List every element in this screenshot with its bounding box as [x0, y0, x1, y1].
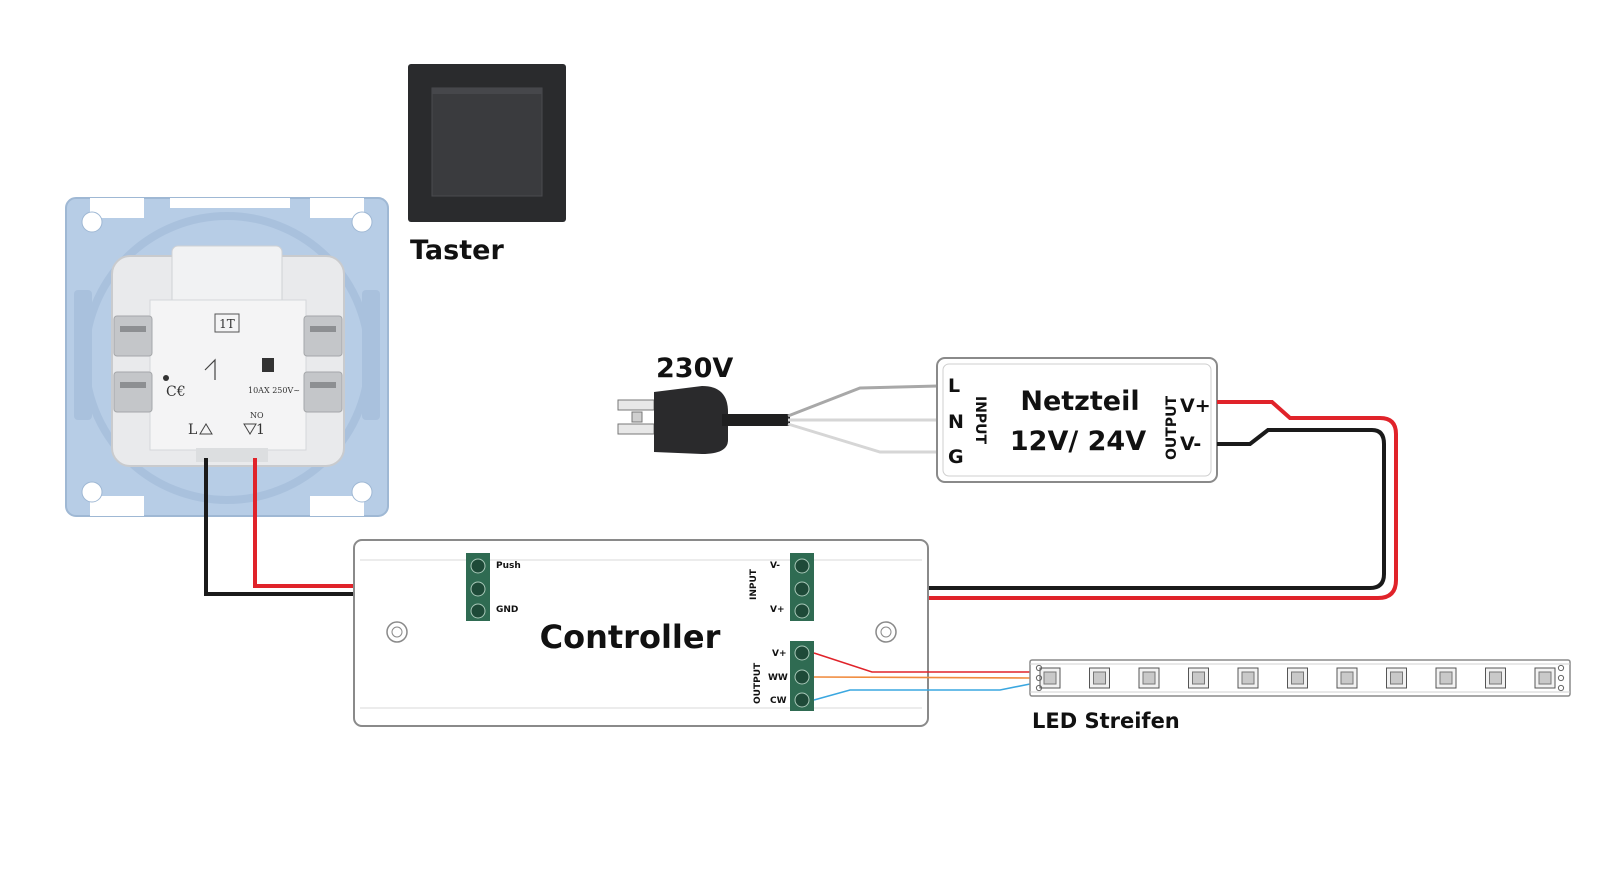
netzteil-output-vplus: V+: [1180, 395, 1211, 417]
netzteil-input-caption: INPUT: [972, 396, 988, 445]
led-chip-lens: [1340, 671, 1354, 685]
mounting-hole: [81, 481, 103, 503]
netzteil-label-line1: Netzteil: [1020, 386, 1139, 417]
voltage-label: 230V: [656, 353, 733, 384]
contact-symbol: [204, 358, 216, 380]
insert-rating-marking: 10AX 250V~: [248, 386, 300, 395]
netzteil-output-vminus: V-: [1180, 433, 1201, 455]
screw-terminal: [794, 581, 810, 597]
led-strip-label: LED Streifen: [1032, 709, 1180, 733]
netzteil-input-g: G: [948, 446, 964, 468]
insert-terminal-1-marking: 1: [256, 422, 265, 438]
plug-prong: [617, 399, 655, 411]
plug-body: [654, 386, 728, 454]
netzteil-input-l: L: [948, 375, 960, 397]
controller-mounting-hole: [386, 621, 408, 643]
taster-label: Taster: [410, 235, 504, 266]
led-chip-lens: [1291, 671, 1304, 685]
qr-code-marking: [262, 358, 274, 372]
wire-mains-l-gray: [787, 384, 939, 418]
wire-led-cw-blue: [813, 683, 1031, 701]
netzteil-label-line2: 12V/ 24V: [1010, 426, 1146, 457]
screw-terminal: [470, 581, 486, 597]
switch-insert: 1T 10AX 250V~ C€ NO L 1: [65, 197, 389, 517]
led-chip-lens: [1538, 671, 1552, 685]
plug-prong: [617, 423, 655, 435]
insert-model-marking: 1T: [219, 317, 235, 331]
controller-output-caption: OUTPUT: [753, 662, 763, 704]
screw-terminal: [794, 603, 810, 619]
led-chip-lens: [1489, 671, 1502, 685]
led-chip-lens: [1142, 671, 1156, 685]
controller-push-terminal-block: [466, 553, 490, 621]
insert-terminals-left: [113, 315, 153, 413]
led-chips: [1039, 667, 1556, 689]
mounting-hole: [351, 481, 373, 503]
controller-push-label: Push: [496, 561, 521, 571]
power-plug: [617, 386, 790, 454]
led-chip-lens: [1241, 671, 1255, 685]
controller-gnd-label: GND: [496, 605, 518, 615]
led-chip-lens: [1093, 671, 1106, 685]
mounting-hole: [351, 211, 373, 233]
led-controller: Push GND Controller V- V+ INPUT V+ WW CW…: [353, 539, 929, 727]
led-chip-lens: [1192, 671, 1205, 685]
plug-cable: [722, 414, 790, 426]
controller-input-terminal-block: [790, 553, 814, 621]
insert-terminal-l-marking: L: [188, 422, 197, 438]
screw-terminal: [794, 558, 810, 574]
wire-dc-vminus-black: [800, 428, 1386, 590]
netzteil-input-n: N: [948, 411, 964, 433]
led-chip-lens: [1439, 671, 1453, 685]
netzteil-output-caption: OUTPUT: [1164, 396, 1180, 460]
controller-input-caption: INPUT: [749, 568, 759, 600]
led-chip-lens: [1390, 671, 1403, 685]
wire-mains-g-white: [787, 422, 938, 454]
insert-terminals-right: [303, 315, 343, 413]
led-strip: [1029, 659, 1571, 697]
svg-text:C€: C€: [166, 384, 186, 400]
controller-output-ww: WW: [768, 673, 788, 683]
power-supply-netzteil: L N G INPUT Netzteil 12V/ 24V OUTPUT V+ …: [936, 357, 1218, 483]
mounting-hole: [81, 211, 103, 233]
controller-input-vplus: V+: [770, 605, 785, 615]
led-chip-lens: [1043, 671, 1057, 685]
insert-contact-marking: NO: [250, 411, 264, 420]
screw-terminal: [794, 669, 810, 685]
controller-output-terminal-block: [790, 641, 814, 711]
wire-led-ww-orange: [813, 676, 1031, 679]
screw-terminal: [470, 603, 486, 619]
led-strip-solder-pads: [1035, 664, 1565, 692]
controller-mounting-hole: [875, 621, 897, 643]
screw-terminal: [794, 645, 810, 661]
wire-dc-vplus-red: [800, 400, 1398, 614]
wire-led-vplus-red: [813, 652, 1030, 673]
controller-output-vplus: V+: [772, 649, 787, 659]
controller-label: Controller: [540, 618, 721, 656]
taster-push-button: [408, 64, 566, 222]
controller-output-cw: CW: [770, 696, 787, 706]
controller-input-vminus: V-: [770, 561, 780, 571]
screw-terminal: [794, 692, 810, 708]
screw-terminal: [470, 558, 486, 574]
taster-rocker: [431, 87, 543, 197]
